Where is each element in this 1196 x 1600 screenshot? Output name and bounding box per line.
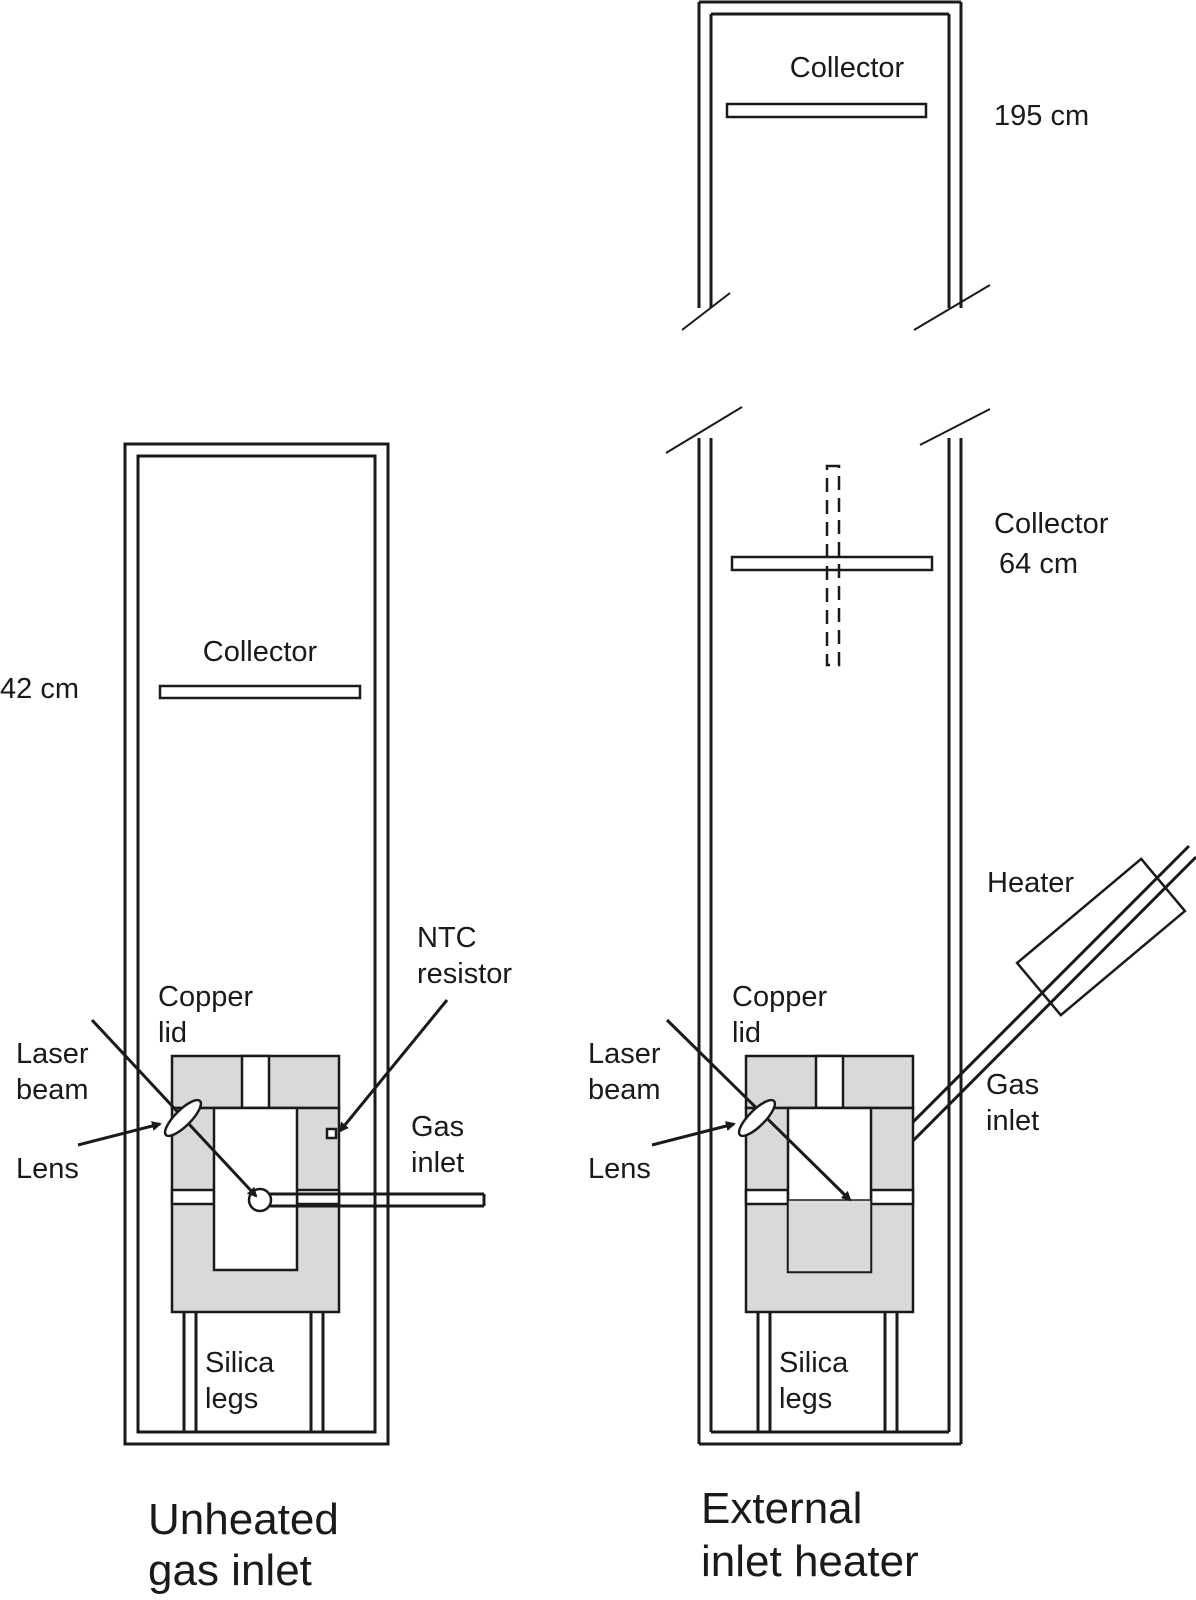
right-laser-label-1: Laser	[588, 1038, 661, 1070]
right-heater-label: Heater	[987, 867, 1074, 899]
left-gas-label-1: Gas	[411, 1111, 464, 1143]
left-lens	[163, 1098, 203, 1138]
right-chamber-lower	[697, 438, 963, 1446]
left-side-slot-right	[295, 1188, 341, 1206]
right-legs-label-2: legs	[779, 1383, 832, 1415]
left-caption-line-1: Unheated	[148, 1495, 339, 1544]
right-lens	[737, 1098, 777, 1138]
right-apparatus: Collector 195 cm Collector 64 cm Heater …	[588, 0, 1196, 1586]
right-laser-label-2: beam	[588, 1074, 661, 1106]
right-lid-channel	[814, 1054, 845, 1110]
right-side-slot-right	[869, 1188, 915, 1206]
right-collector-mid-plate	[730, 555, 934, 572]
right-collector-top-label: Collector	[790, 52, 905, 84]
left-ntc-resistor	[325, 1127, 338, 1140]
left-gas-label-2: inlet	[411, 1147, 464, 1179]
left-laser-label-2: beam	[16, 1074, 89, 1106]
right-lens-label: Lens	[588, 1153, 651, 1185]
right-copper-lid-label-2: lid	[732, 1017, 761, 1049]
left-side-slot-left	[170, 1188, 216, 1206]
left-lid-channel	[240, 1054, 271, 1110]
left-collector-label: Collector	[203, 636, 318, 668]
right-height-mid-label: 64 cm	[999, 548, 1078, 580]
right-collector-mid-vertical-dashed	[825, 464, 841, 667]
right-copper-lid-label-1: Copper	[732, 981, 827, 1013]
right-height-top-label: 195 cm	[994, 100, 1089, 132]
left-gas-inlet-tube	[247, 1187, 486, 1213]
left-lens-pointer	[77, 1121, 162, 1147]
right-chamber-upper	[697, 0, 963, 308]
right-legs-label-1: Silica	[779, 1347, 849, 1379]
right-gas-label-2: inlet	[986, 1105, 1039, 1137]
left-apparatus: Collector 42 cm Copper lid NTC resistor …	[0, 442, 512, 1595]
left-laser-beam	[90, 1018, 258, 1198]
left-legs-label-1: Silica	[205, 1347, 275, 1379]
right-side-slot-left	[744, 1188, 790, 1206]
left-ntc-pointer	[338, 999, 449, 1133]
left-lens-label: Lens	[16, 1153, 79, 1185]
right-collector-top-plate	[725, 102, 928, 119]
left-ntc-label-1: NTC	[417, 922, 477, 954]
right-break-marks	[665, 284, 991, 454]
right-collector-mid-label: Collector	[994, 508, 1109, 540]
right-gas-label-1: Gas	[986, 1069, 1039, 1101]
left-ntc-label-2: resistor	[417, 958, 512, 990]
right-caption-line-1: External	[701, 1484, 862, 1533]
right-lens-pointer	[651, 1121, 736, 1147]
left-copper-lid-label-2: lid	[158, 1017, 187, 1049]
left-copper-lid-label-1: Copper	[158, 981, 253, 1013]
left-caption-line-2: gas inlet	[148, 1546, 312, 1595]
right-caption-line-2: inlet heater	[701, 1537, 919, 1586]
left-laser-label-1: Laser	[16, 1038, 89, 1070]
left-collector-plate	[158, 684, 362, 700]
left-legs-label-2: legs	[205, 1383, 258, 1415]
right-sample	[787, 1199, 872, 1273]
left-silica-legs	[182, 1312, 325, 1432]
left-height-label: 42 cm	[0, 673, 79, 705]
right-silica-legs	[756, 1312, 899, 1432]
